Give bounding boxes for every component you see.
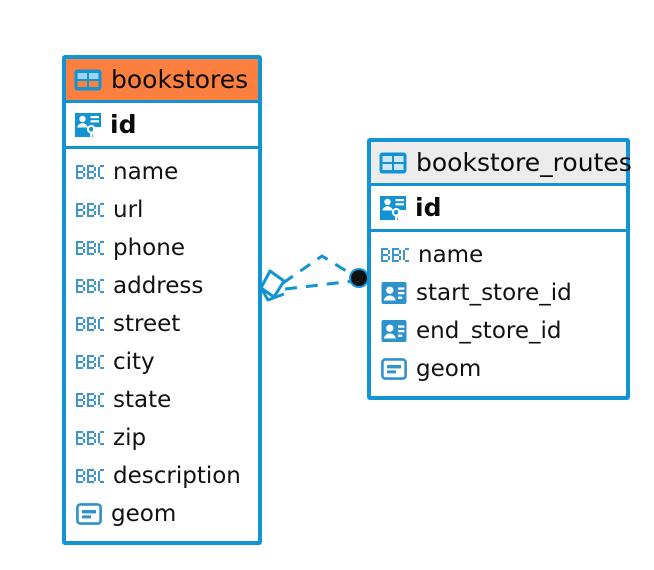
abc-text-icon <box>76 163 104 181</box>
abc-text-icon <box>76 353 104 371</box>
abc-text-icon <box>76 201 104 219</box>
abc-text-icon <box>76 391 104 409</box>
field-label: zip <box>113 424 147 451</box>
entity-bookstores[interactable]: bookstores id <box>62 55 262 545</box>
field-row-address[interactable]: address <box>66 267 258 305</box>
field-row-street[interactable]: street <box>66 305 258 343</box>
field-row-start-store-id[interactable]: start_store_id <box>371 274 626 312</box>
field-row-name[interactable]: name <box>371 236 626 274</box>
field-row-city[interactable]: city <box>66 343 258 381</box>
foreign-key-icon <box>381 318 407 344</box>
field-label: url <box>113 196 144 223</box>
field-label: id <box>415 193 442 222</box>
field-label: city <box>113 348 155 375</box>
field-row-primary-key[interactable]: id <box>66 103 258 149</box>
geometry-icon <box>76 503 102 525</box>
entity-title: bookstore_routes <box>416 148 632 177</box>
foreign-key-icon <box>381 280 407 306</box>
field-list-bookstore-routes: name start_store_id <box>371 232 626 388</box>
field-label: geom <box>111 500 177 527</box>
field-label: start_store_id <box>416 279 572 306</box>
geometry-icon <box>381 358 407 380</box>
field-row-description[interactable]: description <box>66 457 258 495</box>
entity-header-bookstore-routes: bookstore_routes <box>371 142 632 186</box>
abc-text-icon <box>381 246 409 264</box>
entity-title: bookstores <box>111 65 249 94</box>
relationship-line-upper <box>282 254 357 285</box>
primary-key-icon <box>379 194 407 222</box>
field-label: name <box>113 158 179 185</box>
table-icon <box>379 152 407 174</box>
field-row-geom[interactable]: geom <box>371 350 626 388</box>
field-label: end_store_id <box>416 317 562 344</box>
field-row-primary-key[interactable]: id <box>371 186 626 232</box>
relationship-marker-many <box>259 269 286 302</box>
field-label: name <box>418 241 484 268</box>
field-list-bookstores: name <box>66 149 258 533</box>
field-row-geom[interactable]: geom <box>66 495 258 533</box>
entity-bookstore-routes[interactable]: bookstore_routes id <box>367 138 632 400</box>
primary-key-icon <box>74 111 102 139</box>
field-label: address <box>113 272 204 299</box>
abc-text-icon <box>76 239 104 257</box>
field-label: geom <box>416 355 482 382</box>
entity-header-bookstores: bookstores <box>66 59 258 103</box>
field-label: description <box>113 462 241 489</box>
field-row-zip[interactable]: zip <box>66 419 258 457</box>
abc-text-icon <box>76 429 104 447</box>
field-row-name[interactable]: name <box>66 153 258 191</box>
field-row-state[interactable]: state <box>66 381 258 419</box>
relationship-marker-one <box>349 268 369 288</box>
field-label: street <box>113 310 181 337</box>
field-label: phone <box>113 234 185 261</box>
table-icon <box>74 69 102 91</box>
field-label: state <box>113 386 172 413</box>
field-row-phone[interactable]: phone <box>66 229 258 267</box>
relationship-line-lower <box>284 279 355 291</box>
abc-text-icon <box>76 315 104 333</box>
abc-text-icon <box>76 467 104 485</box>
field-row-end-store-id[interactable]: end_store_id <box>371 312 626 350</box>
field-row-url[interactable]: url <box>66 191 258 229</box>
field-label: id <box>110 110 137 139</box>
abc-text-icon <box>76 277 104 295</box>
